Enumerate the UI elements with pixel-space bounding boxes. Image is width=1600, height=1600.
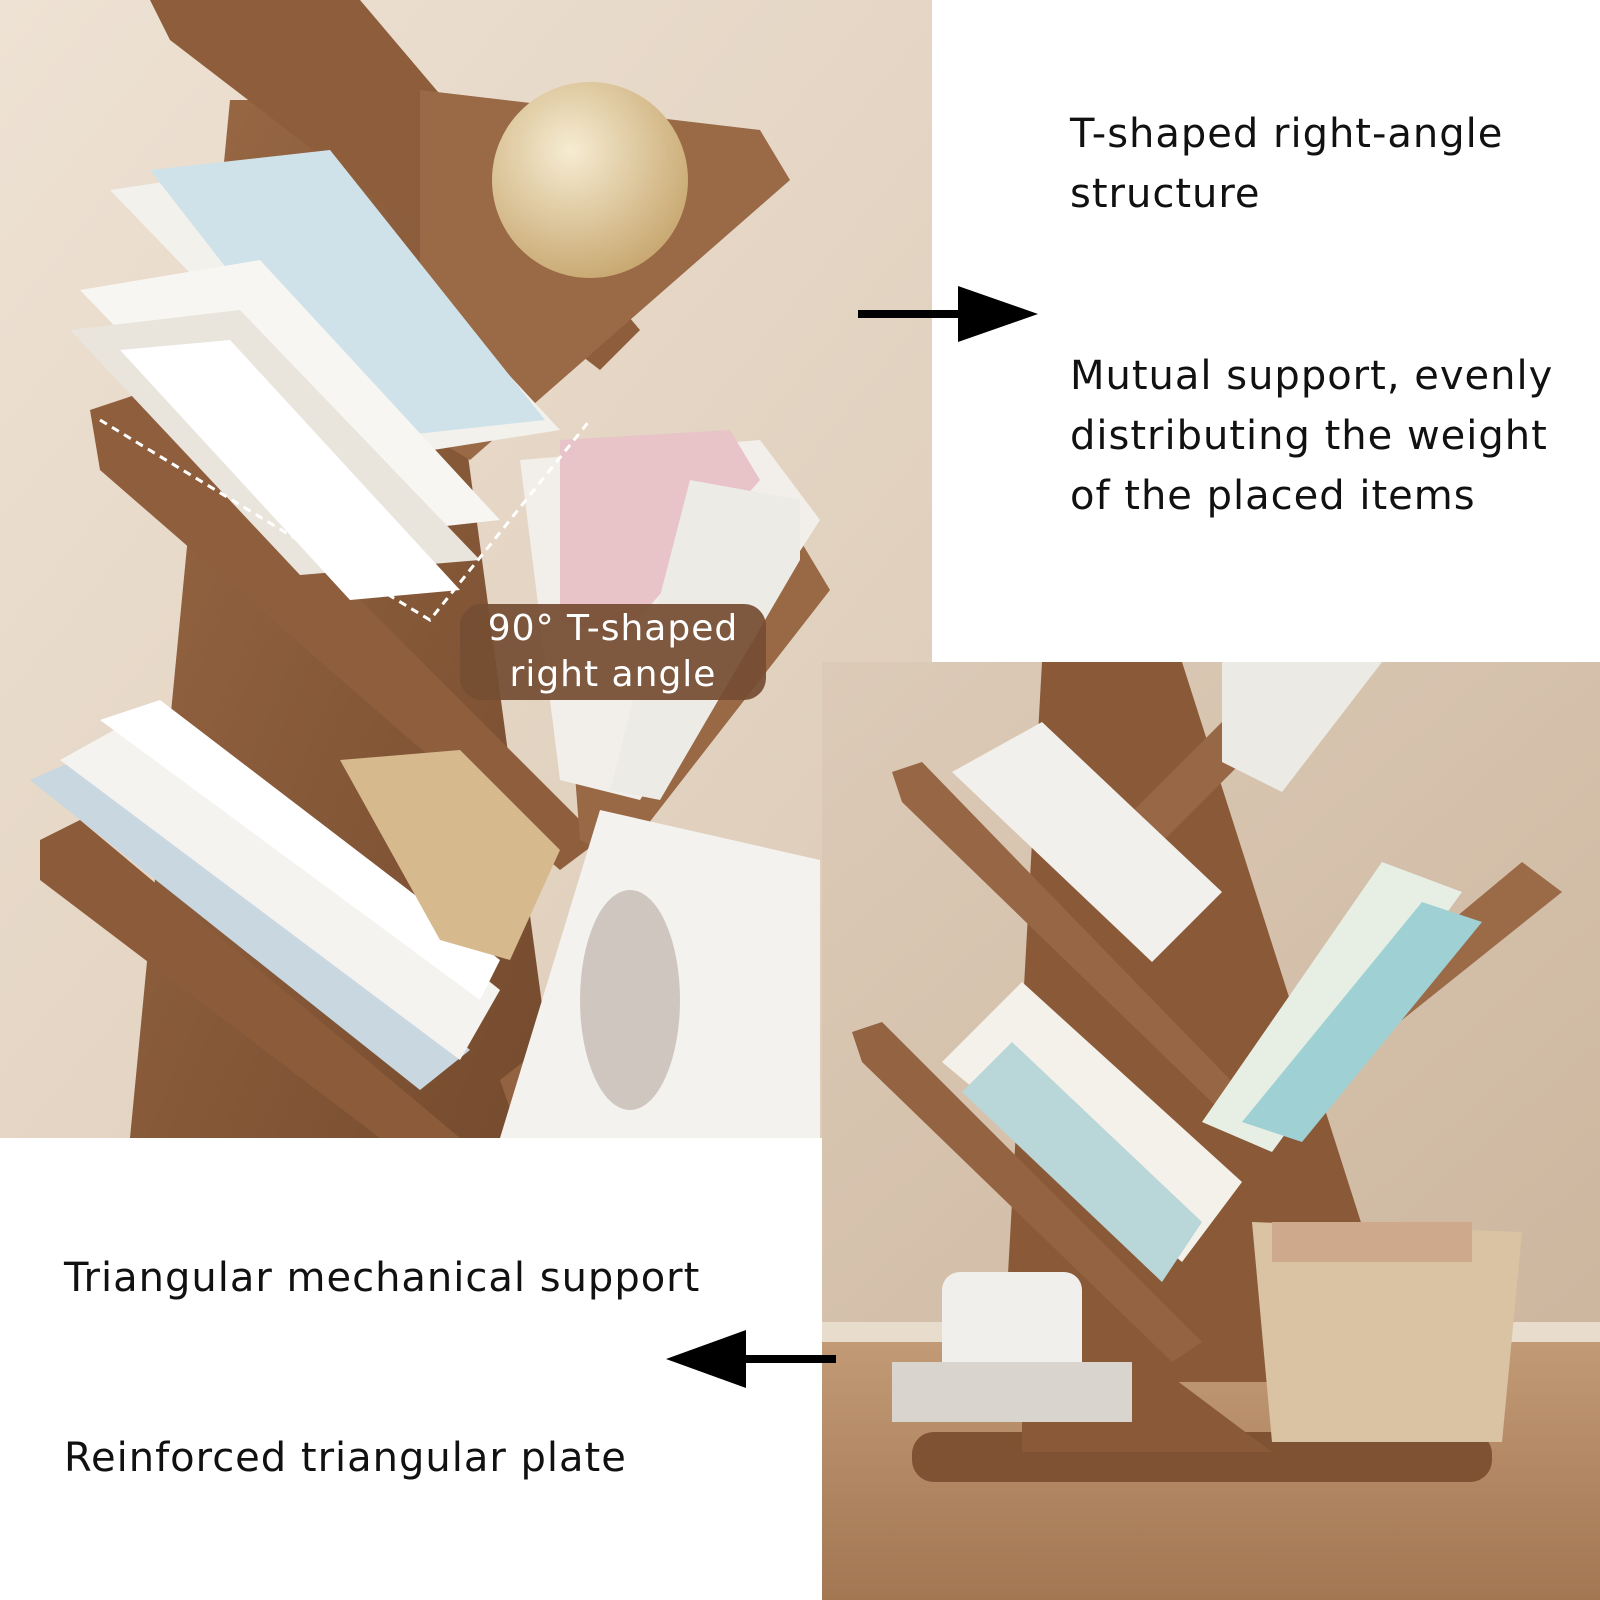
badge-line-1: 90° T-shaped <box>487 608 739 649</box>
arrow-right-icon <box>858 286 1038 342</box>
caption-t-shaped-structure: T-shaped right-angle structure <box>1070 111 1504 217</box>
caption-reinforced-plate: Reinforced triangular plate <box>64 1435 627 1481</box>
books-upper <box>70 150 560 600</box>
arrow-left-icon <box>666 1330 836 1388</box>
books-lower <box>30 700 820 1138</box>
bookshelf-closeup-illustration <box>0 0 932 1138</box>
bookshelf-full-illustration <box>822 662 1600 1600</box>
bookshelf-closeup-photo <box>0 0 932 1138</box>
t-angle-badge: 90° T-shaped right angle <box>460 604 766 700</box>
caption-mutual-support: Mutual support, evenly distributing the … <box>1070 353 1554 519</box>
caption-triangular-support: Triangular mechanical support <box>64 1255 701 1301</box>
badge-line-2: right angle <box>509 654 717 695</box>
bookshelf-full-photo <box>822 662 1600 1600</box>
